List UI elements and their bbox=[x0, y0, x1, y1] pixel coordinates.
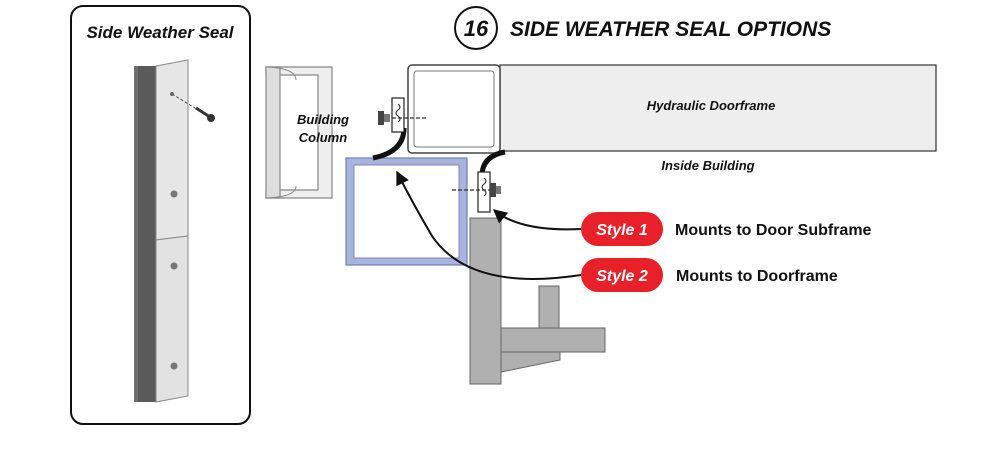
style-1-badge-label: Style 1 bbox=[596, 222, 648, 239]
hydraulic-doorframe-label: Hydraulic Doorframe bbox=[647, 98, 776, 113]
panel-title: Side Weather Seal bbox=[86, 23, 234, 42]
style-1-arrow bbox=[492, 209, 582, 231]
style-1-seal bbox=[452, 149, 506, 213]
seal-retainer-lower bbox=[155, 235, 189, 403]
screw-hole bbox=[170, 190, 178, 198]
screw-icon bbox=[195, 106, 215, 122]
seal-retainer-upper bbox=[155, 59, 189, 241]
step-number: 16 bbox=[464, 16, 489, 41]
style-2-callout: Style 2 Mounts to Doorframe bbox=[581, 258, 838, 292]
doorframe-beam bbox=[499, 64, 937, 152]
door-subframe bbox=[345, 157, 468, 266]
style-2-badge-label: Style 2 bbox=[596, 268, 648, 285]
section-title: SIDE WEATHER SEAL OPTIONS bbox=[510, 18, 831, 41]
support-post bbox=[469, 217, 606, 385]
hydraulic-doorframe: Hydraulic Doorframe bbox=[407, 64, 937, 154]
section-header: 16 SIDE WEATHER SEAL OPTIONS bbox=[454, 6, 831, 50]
screw-hole bbox=[170, 362, 178, 370]
style-2-seal bbox=[372, 97, 426, 161]
style-2-arrow bbox=[396, 170, 582, 280]
screw-icon bbox=[378, 111, 426, 125]
inside-building-label: Inside Building bbox=[661, 158, 754, 173]
step-number-badge bbox=[454, 6, 498, 50]
building-column-label: Building bbox=[297, 112, 349, 127]
style-2-description: Mounts to Doorframe bbox=[676, 268, 838, 285]
style-1-callout: Style 1 Mounts to Door Subframe bbox=[581, 212, 872, 246]
screw-hole bbox=[170, 262, 178, 270]
seal-rubber-strip bbox=[134, 66, 156, 402]
building-column: Building Column bbox=[265, 66, 349, 199]
style-1-badge bbox=[581, 212, 663, 246]
building-column-label: Column bbox=[299, 130, 347, 145]
screw-icon bbox=[452, 183, 501, 197]
style-1-description: Mounts to Door Subframe bbox=[675, 222, 872, 239]
style-2-badge bbox=[581, 258, 663, 292]
weather-seal-illustration bbox=[134, 59, 215, 403]
product-panel: Side Weather Seal bbox=[70, 5, 251, 425]
